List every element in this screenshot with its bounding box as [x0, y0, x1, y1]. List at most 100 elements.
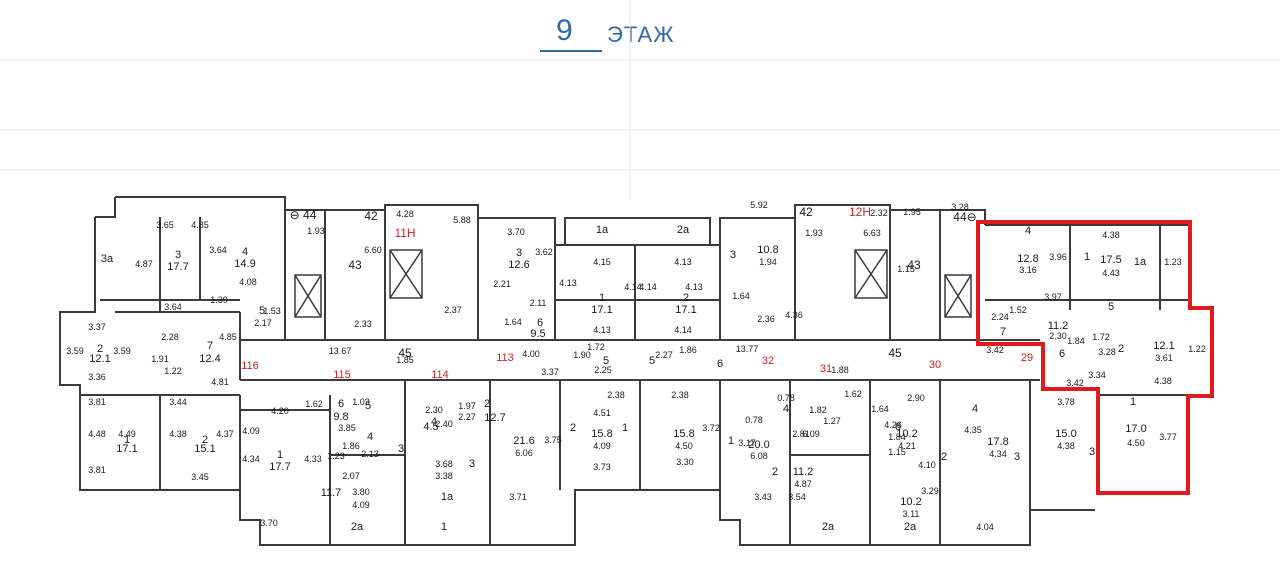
plan-label: 1.22: [164, 366, 182, 376]
plan-label: 2.40: [435, 419, 453, 429]
shaft-label: 45: [888, 346, 902, 360]
plan-label: 3.81: [88, 465, 106, 475]
plan-label: 4.14: [624, 282, 642, 292]
shaft-label: 43: [348, 258, 362, 272]
plan-label: 2.27: [458, 412, 476, 422]
plan-label: 2.13: [361, 449, 379, 459]
plan-label: 2а: [822, 521, 835, 533]
plan-label: 17.7: [269, 461, 290, 473]
plan-label: 3: [469, 458, 475, 470]
plan-label: 4.15: [593, 257, 611, 267]
plan-label: 4.51: [593, 408, 611, 418]
plan-label: 7: [207, 340, 213, 352]
plan-label: 6.09: [802, 429, 820, 439]
plan-label: 2.30: [1049, 331, 1067, 341]
plan-label: 3.68: [435, 459, 453, 469]
plan-label: 1а: [1134, 256, 1147, 268]
plan-label: 4.85: [219, 332, 237, 342]
plan-label: 3.77: [1159, 432, 1177, 442]
plan-label: 1.91: [151, 354, 169, 364]
plan-label: 10.8: [757, 244, 778, 256]
plan-label: 17.7: [167, 261, 188, 273]
plan-label: 4.14: [674, 325, 692, 335]
plan-label: 3.73: [593, 462, 611, 472]
plan-label: 4: [367, 431, 373, 443]
plan-label: 1.52: [1009, 305, 1027, 315]
plan-label: 1.22: [1188, 344, 1206, 354]
plan-label: 3.62: [535, 247, 553, 257]
plan-label: 2.28: [161, 332, 179, 342]
plan-label: 20.0: [748, 439, 769, 451]
plan-label: 1: [728, 435, 734, 447]
plan-label: 4.34: [242, 454, 260, 464]
shaft-label: ⊖ 44: [290, 208, 317, 222]
shaft-label: 42: [364, 209, 378, 223]
plan-label: 2.33: [354, 319, 372, 329]
plan-label: 1: [622, 422, 628, 434]
plan-label: 15.0: [1055, 428, 1076, 440]
plan-label: 2.25: [594, 365, 612, 375]
plan-label: 4.13: [593, 325, 611, 335]
plan-label: 3.38: [435, 471, 453, 481]
plan-label: 3: [730, 249, 736, 261]
plan-label: 4.00: [522, 349, 540, 359]
plan-label: 2: [202, 434, 208, 446]
corridor-mark: 114: [431, 369, 449, 381]
plan-label: 2.17: [254, 318, 272, 328]
plan-label: 1.88: [831, 365, 849, 375]
plan-label: 11.7: [321, 487, 342, 499]
plan-label: 4.38: [1057, 441, 1075, 451]
plan-label: 1.03: [352, 397, 370, 407]
plan-label: 1.84: [888, 432, 906, 442]
plan-label: 3.37: [541, 367, 559, 377]
plan-label: 0.78: [777, 393, 795, 403]
corridor-mark: 32: [762, 355, 774, 367]
corridor-mark: 30: [929, 359, 941, 371]
plan-label: 0.78: [745, 415, 763, 425]
plan-label: 3.65: [156, 220, 174, 230]
plan-label: 3.59: [66, 346, 84, 356]
plan-label: 3: [1014, 451, 1020, 463]
plan-label: 3.30: [676, 457, 694, 467]
plan-label: 4.43: [1102, 268, 1120, 278]
plan-label: 4: [783, 403, 789, 415]
plan-label: 2.24: [991, 312, 1009, 322]
plan-label: 4.5: [423, 421, 438, 433]
plan-label: 21.6: [513, 435, 534, 447]
plan-label: 3: [398, 443, 404, 455]
plan-label: 3.28: [951, 202, 969, 212]
plan-label: 3.85: [338, 423, 356, 433]
plan-label: 1.27: [823, 416, 841, 426]
plan-label: 3.97: [1044, 292, 1062, 302]
floor-number-underline: [540, 50, 602, 52]
plan-label: 2.07: [342, 471, 360, 481]
plan-label: 13.67: [329, 346, 352, 356]
plan-label: 3.72: [702, 423, 720, 433]
plan-label: 1: [277, 449, 283, 461]
elevator-shafts: [294, 249, 972, 318]
plan-label: 4.87: [794, 479, 812, 489]
plan-label: 1.94: [759, 257, 777, 267]
plan-label: 2: [570, 422, 576, 434]
plan-label: 3.43: [754, 492, 772, 502]
plan-label: 3.81: [88, 397, 106, 407]
plan-label: 1: [599, 292, 605, 304]
plan-label: 1а: [596, 224, 609, 236]
plan-label: 3.29: [921, 486, 939, 496]
plan-label: 2.37: [444, 305, 462, 315]
plan-label: 1.95: [903, 207, 921, 217]
shaft-label: 44⊖: [953, 210, 976, 224]
plan-label: 3: [1089, 446, 1095, 458]
plan-label: 4.38: [1154, 376, 1172, 386]
plan-label: 3.17: [738, 438, 756, 448]
plan-label: 4.50: [1127, 438, 1145, 448]
plan-label: 15.8: [591, 428, 612, 440]
plan-label: 1: [1130, 396, 1136, 408]
plan-label: 1.82: [809, 405, 827, 415]
plan-label: 2.90: [907, 393, 925, 403]
plan-label: 4.13: [559, 278, 577, 288]
plan-label: 12.6: [508, 259, 529, 271]
plan-label: 4.34: [989, 449, 1007, 459]
